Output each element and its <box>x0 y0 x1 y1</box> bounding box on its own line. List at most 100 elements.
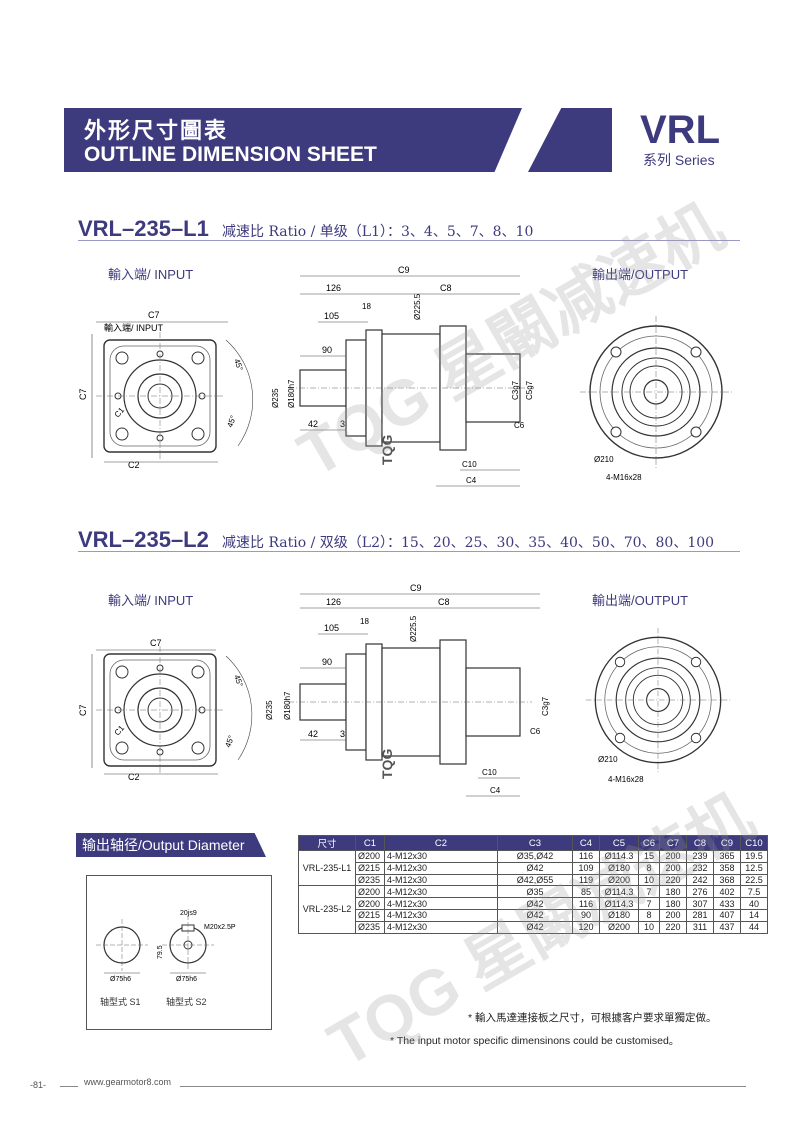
dim-2255: Ø225.5 <box>413 293 422 320</box>
table-cell: 14 <box>740 908 768 922</box>
section-divider <box>78 551 740 552</box>
s2-label: 轴型式 S2 <box>166 997 207 1007</box>
table-cell: 40 <box>740 897 768 910</box>
section-ratio-l1: 减速比 Ratio / 单级（L1）：3、4、5、7、8、10 <box>222 224 534 240</box>
dim-42: 42 <box>308 419 318 429</box>
dim-42: 42 <box>308 729 318 739</box>
dim-angle: 45° <box>223 734 236 748</box>
dim-c5: C5g7 <box>525 380 534 400</box>
dim-c9: C9 <box>410 583 422 593</box>
dim-210: Ø210 <box>598 755 618 764</box>
table-cell: 4-M12x30 <box>384 920 498 934</box>
dim-c7-v: C7 <box>78 704 88 716</box>
table-cell: 4-M12x30 <box>384 885 498 899</box>
footer-divider <box>60 1086 78 1087</box>
table-cell: 10 <box>638 920 660 934</box>
table-header-cell: C4 <box>572 835 600 851</box>
page-number: -81- <box>30 1080 47 1090</box>
note-cn: * 輸入馬達連接板之尺寸，可根據客户要求單獨定做。 <box>468 1012 717 1024</box>
dim-c4: C4 <box>490 786 501 795</box>
page-title-cn: 外形尺寸圖表 <box>84 118 229 143</box>
s1-dim: Ø75h6 <box>110 976 131 983</box>
table-cell: Ø200 <box>355 897 385 910</box>
dim-90: 90 <box>322 345 332 355</box>
dim-c2: C2 <box>128 772 140 782</box>
table-cell: 307 <box>686 897 714 910</box>
table-group-cell: VRL-235-L1 <box>298 849 356 887</box>
table-cell: Ø200 <box>355 850 385 863</box>
table-cell: 433 <box>713 897 741 910</box>
table-cell: 407 <box>713 908 741 922</box>
table-header-cell: C2 <box>384 835 498 851</box>
table-cell: Ø42 <box>497 920 573 934</box>
dim-angle: 45° <box>225 414 238 428</box>
dim-c4: C4 <box>466 476 477 485</box>
s2-thread: M20x2.5P <box>204 924 236 931</box>
input-label-l1: 輸入端/ INPUT <box>108 267 194 282</box>
dim-c6: C6 <box>530 727 541 736</box>
dim-c9: C9 <box>398 265 410 275</box>
header-banner <box>64 108 522 172</box>
table-cell: 311 <box>686 920 714 934</box>
s2-key: 20js9 <box>180 910 197 917</box>
table-header-cell: C6 <box>638 835 660 851</box>
dim-235: Ø235 <box>265 700 274 720</box>
table-header-cell: 尺寸 <box>298 835 356 851</box>
section-title-l2: VRL–235–L2 <box>78 527 209 552</box>
input-label-l2: 輸入端/ INPUT <box>108 593 194 608</box>
series-label: 系列 Series <box>643 152 715 168</box>
s2-dim: Ø75h6 <box>176 976 197 983</box>
dim-c10: C10 <box>462 460 477 469</box>
table-cell: Ø200 <box>355 885 385 899</box>
table-header-cell: C3 <box>497 835 573 851</box>
dim-235: Ø235 <box>271 388 280 408</box>
dim-2255: Ø225.5 <box>409 615 418 642</box>
dim-18: 18 <box>362 302 371 311</box>
section-title-l1: VRL–235–L1 <box>78 216 209 241</box>
table-cell: 4-M12x30 <box>384 873 498 887</box>
table-cell: 402 <box>713 885 741 899</box>
header-model-box <box>612 108 736 172</box>
brand-logo: TQG <box>379 435 395 465</box>
table-cell: Ø235 <box>355 873 385 887</box>
dim-c7-v: C7 <box>78 388 88 400</box>
table-cell: 200 <box>659 908 687 922</box>
dim-3: 3 <box>340 729 345 739</box>
dim-c10: C10 <box>482 768 497 777</box>
footer-divider <box>180 1086 746 1087</box>
dim-180: Ø180h7 <box>283 691 292 720</box>
footer-url: www.gearmotor8.com <box>84 1077 172 1087</box>
table-header-cell: C5 <box>599 835 639 851</box>
table-cell: 368 <box>713 873 741 887</box>
output-label-l2: 輸出端/OUTPUT <box>592 593 689 608</box>
table-cell: 437 <box>713 920 741 934</box>
table-cell: 12.5 <box>740 861 768 875</box>
dim-c3: C3g7 <box>541 696 550 716</box>
page-title-en: OUTLINE DIMENSION SHEET <box>84 143 377 166</box>
dim-126: 126 <box>326 597 341 607</box>
dim-210: Ø210 <box>594 455 614 464</box>
table-header-cell: C10 <box>740 835 768 851</box>
dim-180: Ø180h7 <box>287 379 296 408</box>
table-cell: Ø215 <box>355 861 385 875</box>
dim-c8: C8 <box>440 283 452 293</box>
technical-drawings: C7 C7 輸入端/ INPUT C2 C1 45° 45° TQG C9 12… <box>78 265 733 797</box>
shaft-drawings: Ø75h6 20js9 M20x2.5P 79.5 Ø75h6 <box>96 910 236 983</box>
table-cell: 22.5 <box>740 873 768 887</box>
table-header-cell: C8 <box>686 835 714 851</box>
dim-126: 126 <box>326 283 341 293</box>
dim-bolts: 4-M16x28 <box>608 775 644 784</box>
input-inner-label: 輸入端/ INPUT <box>104 322 164 333</box>
s2-depth: 79.5 <box>157 945 164 959</box>
table-cell: 220 <box>659 920 687 934</box>
output-diameter-box <box>86 875 272 1030</box>
section-ratio-l2: 减速比 Ratio / 双级（L2）：15、20、25、30、35、40、50、… <box>222 535 715 551</box>
section-divider <box>78 240 740 241</box>
